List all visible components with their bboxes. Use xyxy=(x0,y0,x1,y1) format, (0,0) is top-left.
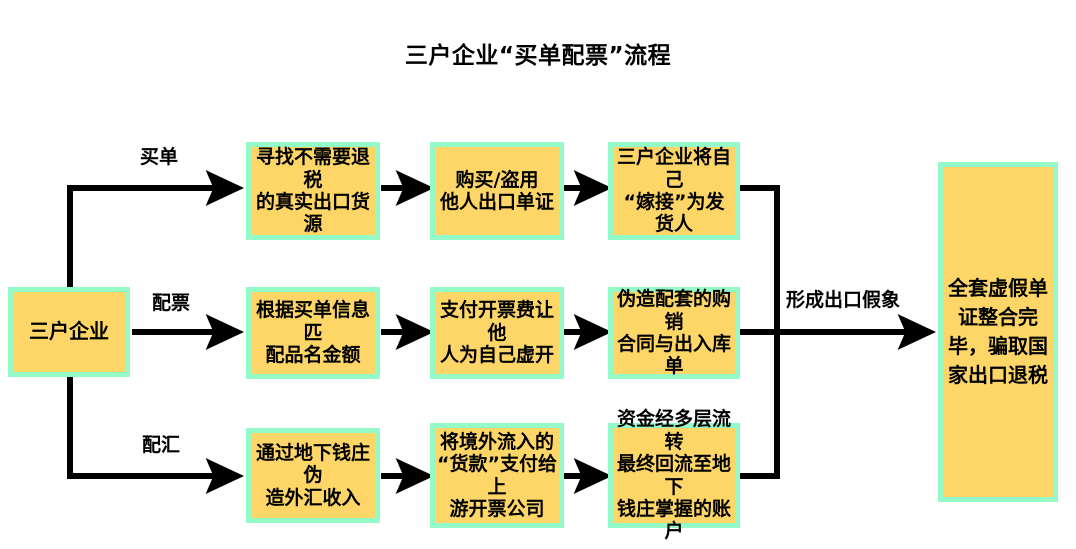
node-row3-step1-label: 通过地下钱庄伪 造外汇收入 xyxy=(255,441,370,509)
node-final-outcome[interactable]: 全套虚假单 证整合完 毕，骗取国 家出口退税 xyxy=(938,162,1058,502)
node-row2-step3[interactable]: 伪造配套的购销 合同与出入库单 xyxy=(608,287,740,379)
connector-row1-to-bus xyxy=(739,185,780,332)
node-row2-step1[interactable]: 根据买单信息匹 配品名金额 xyxy=(246,287,380,379)
page-title: 三户企业“买单配票”流程 xyxy=(404,43,672,69)
branch-label-peihui: 配汇 xyxy=(142,434,181,456)
node-row1-step3-label: 三户企业将自己 “嫁接”为发货人 xyxy=(616,146,731,236)
node-row1-step1-label: 寻找不需要退税 的真实出口货源 xyxy=(255,146,370,236)
node-source-enterprise-label: 三户企业 xyxy=(29,319,109,344)
branch-label-maidan: 买单 xyxy=(140,146,179,168)
connector-source-to-row1 xyxy=(67,170,244,287)
merge-label-export-illusion: 形成出口假象 xyxy=(786,289,901,311)
branch-label-piaopiao: 配票 xyxy=(152,292,191,314)
connector-row3-to-bus xyxy=(739,332,780,479)
node-row2-step2[interactable]: 支付开票费让他 人为自己虚开 xyxy=(430,287,564,379)
node-row2-step2-label: 支付开票费让他 人为自己虚开 xyxy=(439,299,554,367)
node-row3-step2-label: 将境外流入的 “货款”支付给上 游开票公司 xyxy=(437,430,557,520)
node-row3-step2[interactable]: 将境外流入的 “货款”支付给上 游开票公司 xyxy=(430,423,564,528)
node-row1-step3[interactable]: 三户企业将自己 “嫁接”为发货人 xyxy=(608,142,740,240)
node-row3-step1[interactable]: 通过地下钱庄伪 造外汇收入 xyxy=(246,428,380,523)
node-source-enterprise[interactable]: 三户企业 xyxy=(8,287,130,377)
node-row2-step1-label: 根据买单信息匹 配品名金额 xyxy=(255,299,370,367)
node-row1-step1[interactable]: 寻找不需要退税 的真实出口货源 xyxy=(246,142,380,240)
node-row3-step3[interactable]: 资金经多层流转 最终回流至地下 钱庄掌握的账户 xyxy=(608,408,740,542)
connector-source-to-row3 xyxy=(67,377,244,494)
node-row1-step2-label: 购买/盗用 他人出口单证 xyxy=(439,168,554,213)
node-final-outcome-label: 全套虚假单 证整合完 毕，骗取国 家出口退税 xyxy=(948,276,1048,387)
node-row1-step2[interactable]: 购买/盗用 他人出口单证 xyxy=(430,142,564,240)
node-row2-step3-label: 伪造配套的购销 合同与出入库单 xyxy=(616,288,731,378)
node-row3-step3-label: 资金经多层流转 最终回流至地下 钱庄掌握的账户 xyxy=(616,408,731,543)
